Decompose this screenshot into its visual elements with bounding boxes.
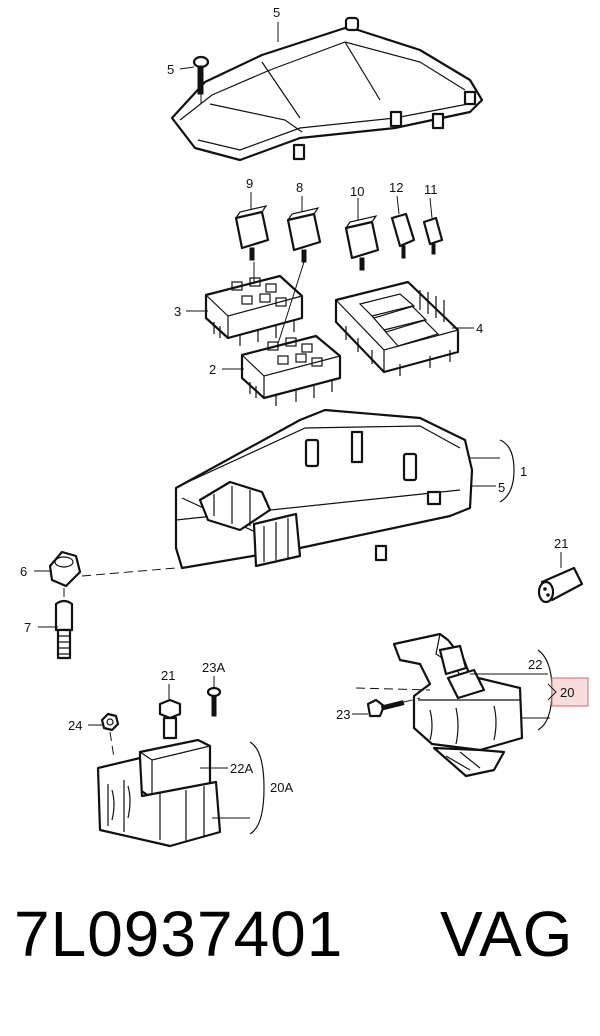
- relay-10-part: [344, 215, 380, 271]
- exploded-parts-diagram: 5 5 9 8 10 12 11: [20, 5, 589, 848]
- callout-20: 20: [560, 685, 574, 700]
- top-cover-part: [170, 16, 484, 162]
- brand-name: VAG: [440, 898, 574, 970]
- relay-8-part: [286, 207, 322, 263]
- fuse-holder-4-part: [334, 280, 460, 376]
- callout-6: 6: [20, 564, 27, 579]
- callout-21-right: 21: [554, 536, 568, 551]
- callout-5-body: 5: [498, 480, 505, 495]
- callout-5-screw: 5: [167, 62, 174, 77]
- callout-23a: 23A: [202, 660, 225, 675]
- main-housing-part: [174, 408, 474, 570]
- callout-21-left: 21: [161, 668, 175, 683]
- callout-20a: 20A: [270, 780, 293, 795]
- relay-9-part: [234, 205, 270, 261]
- callout-1: 1: [520, 464, 527, 479]
- bolt-7-part: [54, 599, 74, 660]
- part-number: 7L0937401: [14, 898, 344, 970]
- bracket-20-part: [392, 632, 524, 778]
- fuse-11-part: [422, 216, 444, 255]
- relay-carrier-3-part: [204, 274, 304, 346]
- callout-2: 2: [209, 362, 216, 377]
- nut-24-part: [100, 712, 120, 732]
- callout-9: 9: [246, 176, 253, 191]
- callout-23: 23: [336, 707, 350, 722]
- callout-5-top: 5: [273, 5, 280, 20]
- callout-3: 3: [174, 304, 181, 319]
- screw-23a-part: [206, 686, 222, 717]
- bracket-20a-part: [96, 738, 222, 848]
- callout-4: 4: [476, 321, 483, 336]
- callout-10: 10: [350, 184, 364, 199]
- callout-22: 22: [528, 657, 542, 672]
- callout-20-highlight: [551, 677, 589, 707]
- callout-8: 8: [296, 180, 303, 195]
- fuse-12-part: [390, 212, 416, 259]
- cap-21-part: [537, 566, 584, 604]
- bolt-21-part: [158, 698, 182, 740]
- relay-carrier-2-part: [240, 334, 342, 406]
- callout-12: 12: [389, 180, 403, 195]
- screw-23-part: [366, 698, 405, 718]
- nut-6-part: [48, 550, 82, 588]
- callout-11: 11: [424, 182, 438, 197]
- callout-7: 7: [24, 620, 31, 635]
- callout-24: 24: [68, 718, 82, 733]
- screw-5-part: [192, 55, 210, 108]
- callout-22a: 22A: [230, 761, 253, 776]
